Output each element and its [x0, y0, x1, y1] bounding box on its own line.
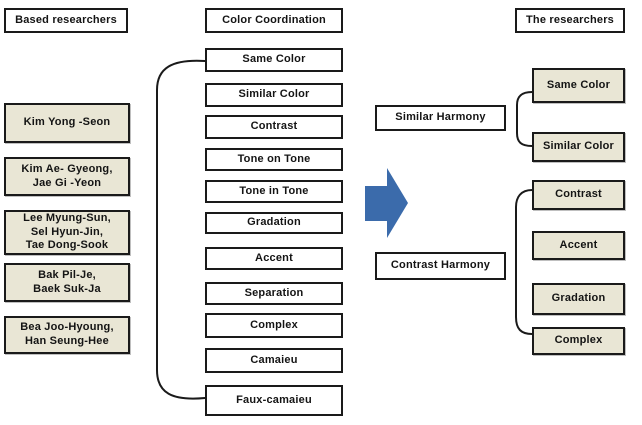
middle-column-header: Color Coordination	[205, 8, 343, 33]
researcher-box-lee-myung-sun: Lee Myung-Sun, Sel Hyun-Jin, Tae Dong-So…	[4, 210, 130, 255]
coordination-box-complex: Complex	[205, 313, 343, 338]
harmony-item-accent: Accent	[532, 231, 625, 260]
contrast-harmony-box: Contrast Harmony	[375, 252, 506, 280]
left-column-header: Based researchers	[4, 8, 128, 33]
researcher-box-kim-yong-seon: Kim Yong -Seon	[4, 103, 130, 143]
harmony-item-complex: Complex	[532, 327, 625, 355]
coordination-box-gradation: Gradation	[205, 212, 343, 234]
right-block-arrow-icon	[365, 168, 408, 238]
coordination-box-accent: Accent	[205, 247, 343, 270]
researcher-box-bea-joo-hyoung: Bea Joo-Hyoung, Han Seung-Hee	[4, 316, 130, 354]
similar-harmony-box: Similar Harmony	[375, 105, 506, 131]
contrast-harmony-bracket	[515, 189, 533, 335]
coordination-box-tone-in-tone: Tone in Tone	[205, 180, 343, 203]
researcher-box-bak-pil-je: Bak Pil-Je, Baek Suk-Ja	[4, 263, 130, 302]
right-column-header: The researchers	[515, 8, 625, 33]
harmony-item-same-color: Same Color	[532, 68, 625, 103]
coordination-box-contrast: Contrast	[205, 115, 343, 139]
middle-column-bracket	[156, 59, 206, 400]
researcher-box-kim-ae-gyeong: Kim Ae- Gyeong, Jae Gi -Yeon	[4, 157, 130, 196]
coordination-box-faux-camaieu: Faux-camaieu	[205, 385, 343, 416]
coordination-box-camaieu: Camaieu	[205, 348, 343, 373]
coordination-box-same-color: Same Color	[205, 48, 343, 72]
similar-harmony-bracket	[516, 91, 533, 147]
coordination-box-similar-color: Similar Color	[205, 83, 343, 107]
coordination-box-separation: Separation	[205, 282, 343, 305]
harmony-item-contrast: Contrast	[532, 180, 625, 210]
harmony-item-gradation: Gradation	[532, 283, 625, 315]
harmony-item-similar-color: Similar Color	[532, 132, 625, 162]
coordination-box-tone-on-tone: Tone on Tone	[205, 148, 343, 171]
